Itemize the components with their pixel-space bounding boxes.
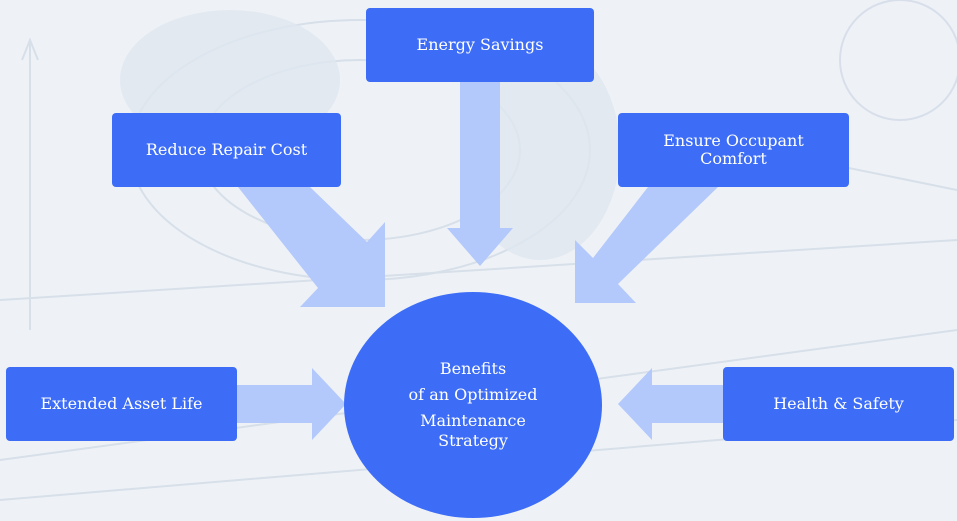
extended-asset-life-label: Extended Asset Life xyxy=(40,394,203,413)
arrow-from-asset xyxy=(237,368,346,440)
health-safety-box: Health & Safety xyxy=(723,367,954,441)
energy-savings-label: Energy Savings xyxy=(416,35,544,54)
center-line-4: Strategy xyxy=(438,431,508,450)
center-line-2: of an Optimized xyxy=(408,385,538,404)
reduce-repair-cost-label: Reduce Repair Cost xyxy=(145,140,308,159)
arrow-from-energy xyxy=(447,82,513,266)
arrow-from-health xyxy=(618,368,723,440)
energy-savings-box: Energy Savings xyxy=(366,8,594,82)
health-safety-label: Health & Safety xyxy=(773,394,904,413)
occupant-comfort-label: Ensure Occupant Comfort xyxy=(663,131,804,168)
reduce-repair-cost-box: Reduce Repair Cost xyxy=(112,113,341,187)
arrow-from-repair xyxy=(238,187,385,307)
arrow-from-comfort xyxy=(575,187,718,303)
center-circle: Benefits of an Optimized Maintenance Str… xyxy=(344,292,602,518)
center-line-3: Maintenance xyxy=(420,411,526,430)
center-line-1: Benefits xyxy=(439,359,507,378)
occupant-comfort-box: Ensure Occupant Comfort xyxy=(618,113,849,187)
extended-asset-life-box: Extended Asset Life xyxy=(6,367,237,441)
